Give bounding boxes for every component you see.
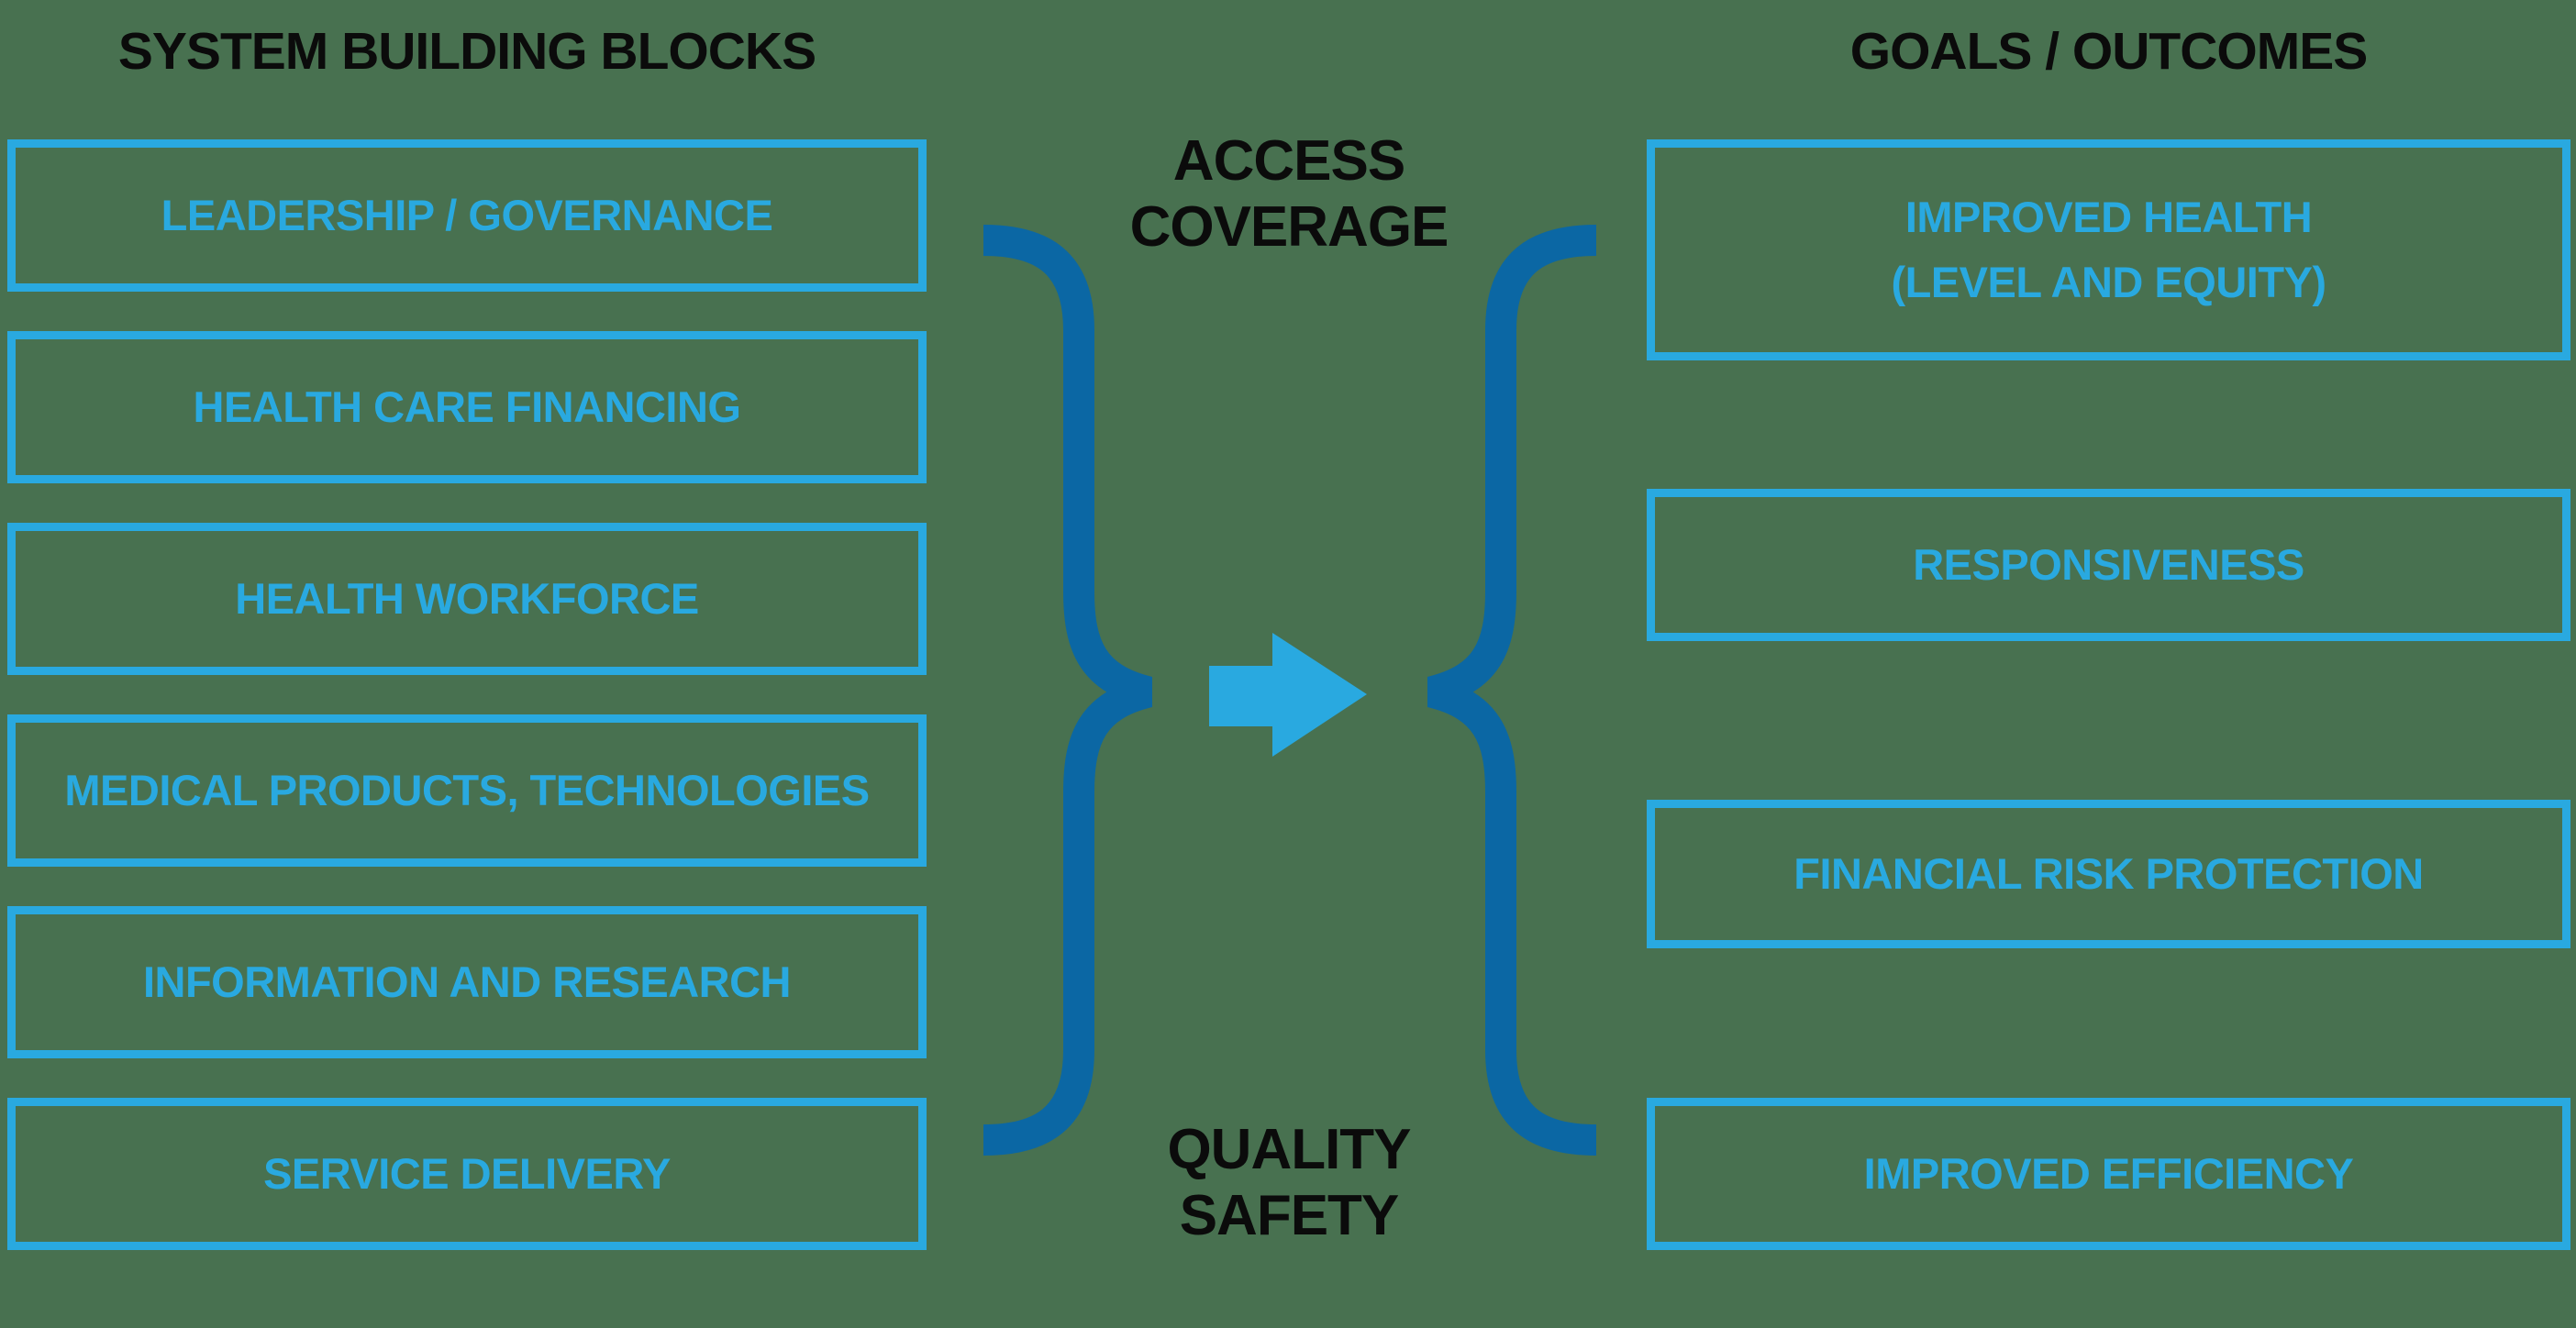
- quality-safety-label: QUALITY SAFETY: [1167, 1118, 1411, 1247]
- goal-box-responsiveness: RESPONSIVENESS: [1647, 489, 2570, 641]
- building-block-box-service-delivery: SERVICE DELIVERY: [7, 1098, 927, 1250]
- building-block-label: HEALTH WORKFORCE: [235, 573, 699, 623]
- opening-curly-brace-icon: [1427, 225, 1597, 1156]
- building-block-label: INFORMATION AND RESEARCH: [142, 957, 792, 1006]
- goal-label: FINANCIAL RISK PROTECTION: [1793, 848, 2424, 898]
- building-block-box-information-and-research: INFORMATION AND RESEARCH: [7, 906, 927, 1058]
- building-block-label: SERVICE DELIVERY: [263, 1148, 671, 1198]
- right-column-title: GOALS / OUTCOMES: [1849, 22, 2369, 81]
- building-block-label: HEALTH CARE FINANCING: [193, 382, 742, 431]
- building-block-label: LEADERSHIP / GOVERNANCE: [161, 190, 773, 239]
- goal-box-improved-efficiency: IMPROVED EFFICIENCY: [1647, 1098, 2570, 1250]
- closing-curly-brace-icon: [983, 225, 1153, 1156]
- goal-box-improved-health: IMPROVED HEALTH (LEVEL AND EQUITY): [1647, 139, 2570, 360]
- goal-box-financial-risk-protection: FINANCIAL RISK PROTECTION: [1647, 800, 2570, 948]
- building-block-box-medical-products-technologies: MEDICAL PRODUCTS, TECHNOLOGIES: [7, 714, 927, 867]
- building-block-box-health-care-financing: HEALTH CARE FINANCING: [7, 331, 927, 483]
- access-coverage-label: ACCESS COVERAGE: [1129, 129, 1449, 259]
- goal-label: IMPROVED EFFICIENCY: [1863, 1148, 2354, 1198]
- building-block-box-leadership-governance: LEADERSHIP / GOVERNANCE: [7, 139, 927, 292]
- right-arrow-icon: [1209, 633, 1367, 757]
- goal-label: RESPONSIVENESS: [1913, 539, 2304, 589]
- building-block-box-health-workforce: HEALTH WORKFORCE: [7, 523, 927, 675]
- building-block-label: MEDICAL PRODUCTS, TECHNOLOGIES: [64, 765, 870, 814]
- left-column-title: SYSTEM BUILDING BLOCKS: [117, 22, 816, 81]
- goal-label: IMPROVED HEALTH (LEVEL AND EQUITY): [1891, 193, 2326, 306]
